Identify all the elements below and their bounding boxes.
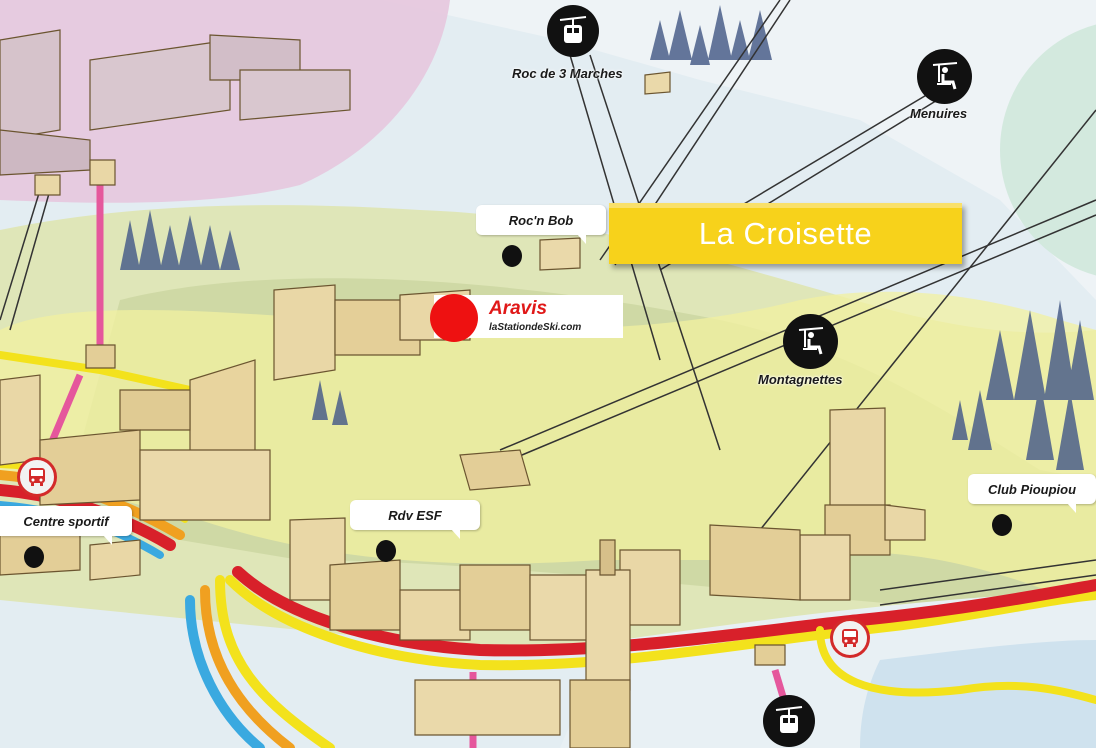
poi-bubble-centre-sportif[interactable]: Centre sportif [0,506,132,545]
brand-name: Aravis [489,298,548,319]
area-banner-text: La Croisette [698,215,873,251]
poi-label: Rdv ESF [388,507,442,523]
poi-bubble-club-pioupiou[interactable]: Club Pioupiou [968,474,1096,513]
lift-label-montagnettes: Montagnettes [758,372,843,387]
lift-label-roc-3-marches: Roc de 3 Marches [512,66,623,81]
poi-bubble-rdv-esf[interactable]: Rdv ESF [350,500,480,539]
poi-label: Club Pioupiou [987,481,1077,497]
area-banner: La Croisette [609,203,962,264]
banner-highlight [609,203,962,208]
brand-site: laStationdeSki.com [489,322,582,333]
gondola-lift-icon[interactable] [763,695,815,747]
chairlift-icon[interactable] [783,314,838,369]
location-dot-icon[interactable] [502,245,522,267]
gondola-lift-icon[interactable] [547,5,599,57]
poi-bubble-roc-n-bob[interactable]: Roc'n Bob [476,205,606,244]
poi-label: Roc'n Bob [508,212,574,228]
brand-dot-icon [430,294,478,342]
poi-label: Centre sportif [23,513,109,529]
bus-stop-icon[interactable] [17,457,57,497]
location-dot-icon[interactable] [24,546,44,568]
location-dot-icon[interactable] [376,540,396,562]
location-dot-icon[interactable] [992,514,1012,536]
lift-label-menuires: Menuires [910,106,968,121]
chairlift-icon[interactable] [917,49,972,104]
bus-stop-icon[interactable] [830,618,870,658]
